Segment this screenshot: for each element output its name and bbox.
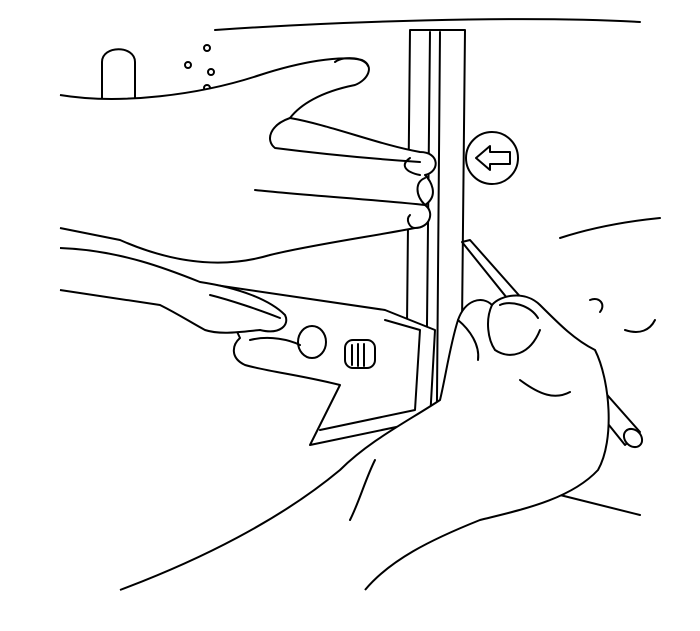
arrow-callout-icon	[465, 131, 519, 185]
lower-right-hand	[119, 294, 610, 591]
body-panel	[101, 18, 661, 516]
upper-hand	[59, 57, 437, 264]
lower-left-hand	[59, 247, 288, 334]
